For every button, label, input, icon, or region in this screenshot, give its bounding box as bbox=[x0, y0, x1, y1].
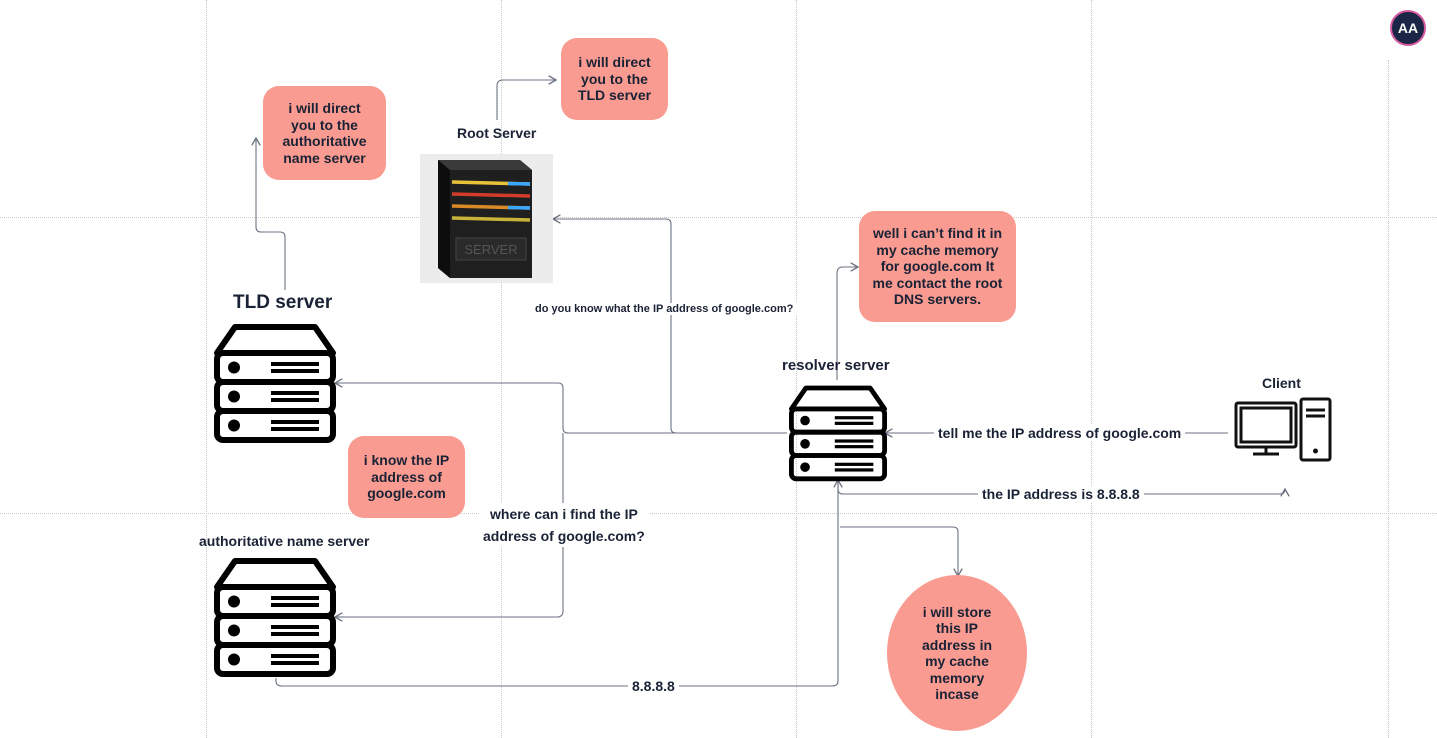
authoritative-to-resolver-connector bbox=[275, 480, 838, 687]
query-tld-label: where can i find the IP address of googl… bbox=[479, 503, 649, 547]
client-response-label: the IP address is 8.8.8.8 bbox=[978, 486, 1144, 502]
client-label: Client bbox=[1262, 375, 1301, 391]
answer-label: 8.8.8.8 bbox=[628, 678, 679, 694]
tld-server-label: TLD server bbox=[233, 292, 333, 313]
grid-line bbox=[501, 0, 502, 738]
root-server-image: SERVER bbox=[420, 154, 553, 283]
authoritative-server-label: authoritative name server bbox=[199, 533, 370, 549]
cache-bubble: i will store this IP address in my cache… bbox=[887, 575, 1027, 731]
resolver-server-bubble: well i can’t find it in my cache memory … bbox=[859, 211, 1016, 322]
resolver-to-bubble-connector bbox=[836, 267, 858, 380]
grid-line bbox=[0, 217, 1437, 218]
resolver-server-icon bbox=[788, 384, 888, 487]
client-computer-icon bbox=[1233, 396, 1333, 469]
grid-line bbox=[206, 0, 207, 738]
query-root-label: do you know what the IP address of googl… bbox=[531, 303, 798, 315]
authoritative-server-icon bbox=[213, 556, 337, 683]
resolver-server-label: resolver server bbox=[782, 357, 890, 374]
grid-line bbox=[1388, 60, 1389, 738]
svg-text:SERVER: SERVER bbox=[464, 242, 517, 257]
resolver-to-cache-connector bbox=[840, 526, 958, 576]
resolver-to-tld-connector bbox=[335, 383, 787, 434]
resolver-to-authoritative-connector bbox=[335, 433, 564, 618]
root-server-bubble: i will direct you to the TLD server bbox=[561, 38, 668, 120]
client-request-label: tell me the IP address of google.com bbox=[934, 425, 1186, 441]
authoritative-server-bubble: i know the IP address of google.com bbox=[348, 436, 465, 518]
tld-server-icon bbox=[213, 322, 337, 449]
tld-server-bubble: i will direct you to the authoritative n… bbox=[263, 86, 386, 180]
tld-to-bubble-connector bbox=[256, 138, 286, 290]
grid-line bbox=[0, 513, 1437, 514]
resolver-to-root-connector bbox=[553, 219, 787, 434]
root-to-bubble-connector bbox=[496, 80, 556, 120]
grid-line bbox=[796, 0, 797, 738]
root-server-label: Root Server bbox=[457, 125, 537, 141]
user-avatar[interactable]: AA bbox=[1390, 10, 1426, 46]
grid-line bbox=[1091, 0, 1092, 738]
